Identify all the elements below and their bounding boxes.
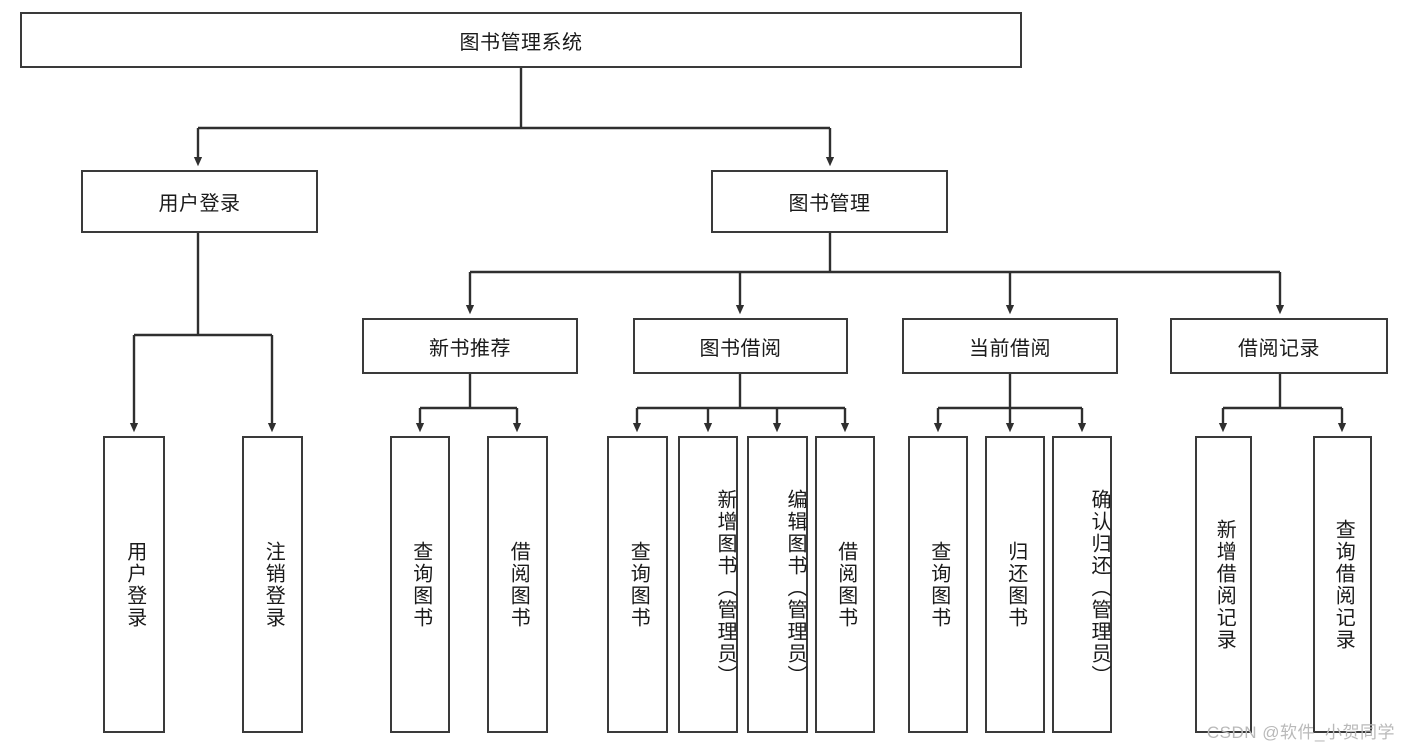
node-label: 新书推荐 (429, 337, 511, 360)
node-label: 新增图书（管理员） (714, 488, 736, 687)
node-current-borrow[interactable]: 当前借阅 (902, 318, 1118, 374)
node-book-management[interactable]: 图书管理 (711, 170, 948, 233)
node-label: 确认归还（管理员） (1088, 488, 1110, 687)
node-label: 用户登录 (158, 193, 241, 215)
node-label: 归还图书 (1004, 540, 1027, 629)
node-root[interactable]: 图书管理系统 (20, 12, 1022, 68)
leaf-query-book-recommend[interactable]: 查询图书 (390, 436, 450, 733)
leaf-return-book[interactable]: 归还图书 (985, 436, 1045, 733)
leaf-confirm-return-admin[interactable]: 确认归还（管理员） (1052, 436, 1112, 733)
leaf-query-book-borrow[interactable]: 查询图书 (607, 436, 668, 733)
node-label: 借阅图书 (507, 540, 530, 629)
leaf-user-login[interactable]: 用户登录 (103, 436, 165, 733)
leaf-query-book-current[interactable]: 查询图书 (908, 436, 968, 733)
node-new-book-recommend[interactable]: 新书推荐 (362, 318, 578, 374)
node-label: 当前借阅 (969, 337, 1051, 360)
leaf-add-borrow-record[interactable]: 新增借阅记录 (1195, 436, 1252, 733)
node-label: 用户登录 (123, 540, 146, 629)
node-label: 查询图书 (409, 540, 432, 629)
node-label: 注销登录 (262, 540, 285, 629)
node-label: 编辑图书（管理员） (784, 488, 806, 687)
node-label: 查询图书 (927, 540, 950, 629)
node-label: 图书管理系统 (459, 31, 583, 54)
leaf-borrow-book-recommend[interactable]: 借阅图书 (487, 436, 548, 733)
node-label: 借阅记录 (1238, 337, 1320, 360)
leaf-edit-book-admin[interactable]: 编辑图书（管理员） (747, 436, 808, 733)
node-label: 新增借阅记录 (1213, 518, 1236, 651)
node-label: 查询借阅记录 (1332, 518, 1355, 651)
leaf-query-borrow-record[interactable]: 查询借阅记录 (1313, 436, 1372, 733)
leaf-borrow-book[interactable]: 借阅图书 (815, 436, 875, 733)
leaf-add-book-admin[interactable]: 新增图书（管理员） (678, 436, 738, 733)
watermark: CSDN @软件_小贺同学 (1206, 723, 1395, 742)
node-book-borrow[interactable]: 图书借阅 (633, 318, 848, 374)
node-label: 图书管理 (788, 193, 871, 215)
node-label: 查询图书 (627, 540, 650, 629)
node-label: 图书借阅 (699, 337, 782, 360)
node-label: 借阅图书 (834, 540, 857, 629)
node-user-login[interactable]: 用户登录 (81, 170, 318, 233)
leaf-logout[interactable]: 注销登录 (242, 436, 303, 733)
node-borrow-record[interactable]: 借阅记录 (1170, 318, 1388, 374)
